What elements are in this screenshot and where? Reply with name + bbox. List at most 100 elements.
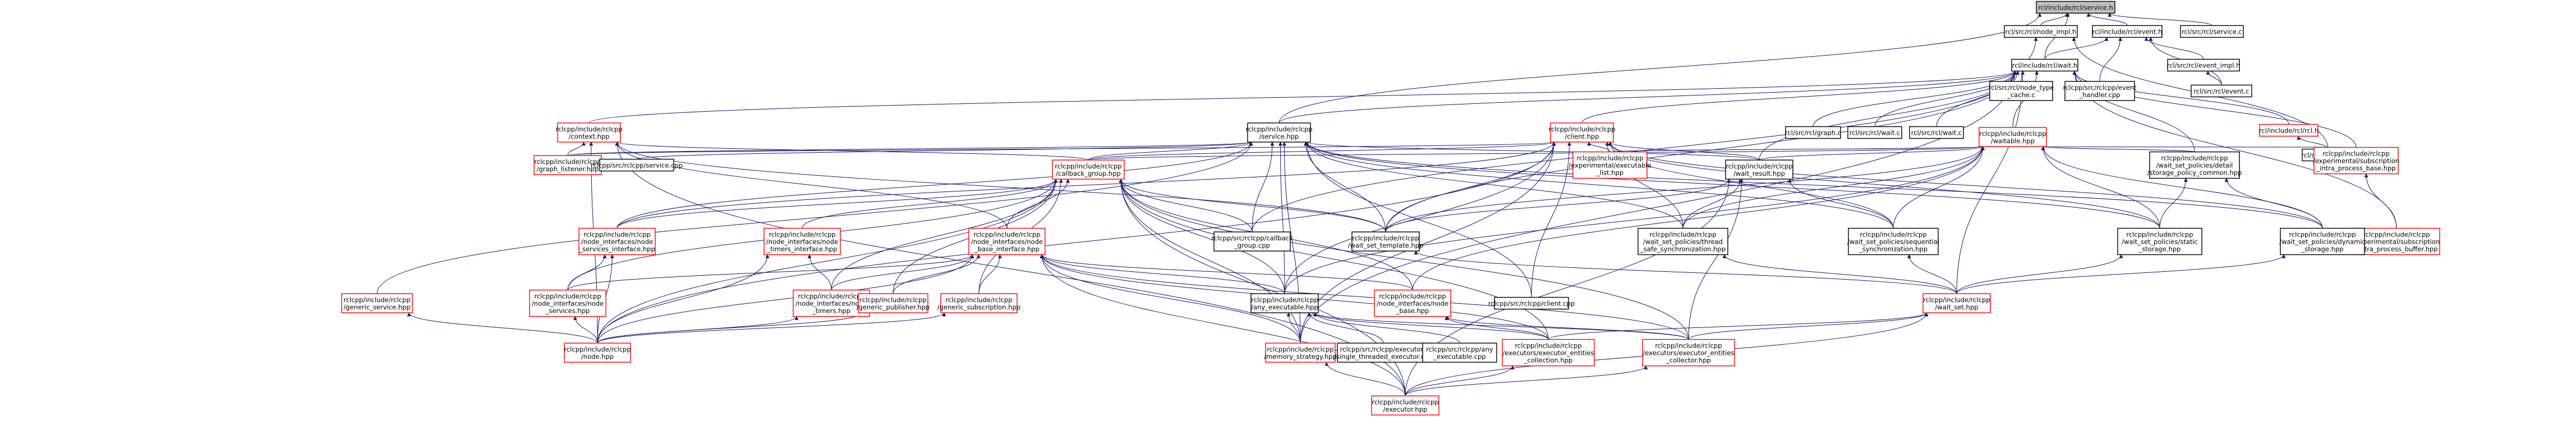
edge-wait-result-hpp-to-service-hpp: [1305, 142, 1760, 161]
file-node-event-c[interactable]: rcl/src/rcl/event.c: [2191, 84, 2252, 98]
file-node-callback-group-cpp[interactable]: rclcpp/src/rclcpp/callback_group.cpp: [1211, 231, 1293, 252]
node-label-line: _intra_process_buffer.hpp: [2354, 245, 2437, 253]
file-node-service-hpp[interactable]: rclcpp/include/rclcpp/service.hpp: [1245, 122, 1313, 143]
file-node-rcl-wait-c[interactable]: rcl/src/rcl/wait.c: [1847, 126, 1902, 139]
node-label-line: _storage.hpp: [2138, 245, 2181, 253]
edge-rcl-h-to-wait-h: [2072, 70, 2289, 125]
file-node-executor-hpp[interactable]: rclcpp/include/rclcpp/executor.hpp: [1371, 395, 1439, 416]
file-node-sequential-sync[interactable]: rclcpp/include/rclcpp/wait_set_policies/…: [1847, 227, 1939, 256]
file-node-node-hpp[interactable]: rclcpp/include/rclcpp/node.hpp: [564, 343, 631, 363]
node-label-line: _storage.hpp: [2301, 245, 2344, 253]
file-node-experimental-exec-list[interactable]: rclcpp/include/rclcpp/experimental/execu…: [1568, 151, 1652, 179]
file-node-context-hpp[interactable]: rclcpp/include/rclcpp/context.hpp: [555, 122, 623, 143]
file-node-rcl-h[interactable]: rcl/include/rcl/rcl.h: [2259, 124, 2319, 137]
edge-sub-intra-base-to-waitable-hpp: [2043, 146, 2357, 151]
node-box: [2167, 58, 2240, 72]
file-node-ni-node-base[interactable]: rclcpp/include/rclcpp/node_interfaces/no…: [1374, 289, 1451, 317]
edge-ni-node-timers-to-callback-group-hpp: [831, 179, 1058, 290]
node-label-line: /generic_service.hpp: [343, 303, 410, 311]
node-box: [1922, 293, 1991, 313]
node-box: [2092, 25, 2163, 38]
node-box: [793, 289, 870, 317]
edge-single-threaded-exec-to-any-executable-hpp: [1307, 312, 1384, 344]
node-box: [2353, 227, 2440, 256]
file-node-event-handler-cpp[interactable]: rclcpp/src/rclcpp/event_handler.cpp: [2063, 81, 2137, 101]
edge-sequential-sync-to-service-hpp: [1305, 142, 1894, 229]
edge-wait-set-template-to-wait-result-hpp: [1385, 179, 1731, 232]
file-node-generic-publisher-hpp[interactable]: rclcpp/include/rclcpp/generic_publisher.…: [857, 293, 930, 313]
file-node-wait-set-hpp[interactable]: rclcpp/include/rclcpp/wait_set.hpp: [1922, 293, 1991, 313]
file-node-client-cpp[interactable]: rclcpp/src/rclcpp/client.cpp: [1488, 297, 1575, 310]
file-node-storage-policy-common[interactable]: rclcpp/include/rclcpp/wait_set_policies/…: [2147, 151, 2242, 179]
node-label-line: rclcpp/include/rclcpp: [564, 345, 631, 353]
edge-sequential-sync-to-waitable-hpp: [1893, 146, 1985, 229]
edge-experimental-exec-list-to-client-hpp: [1587, 142, 1611, 152]
file-node-ni-base-interface[interactable]: rclcpp/include/rclcpp/node_interfaces/no…: [968, 227, 1046, 256]
file-node-sub-intra-buffer[interactable]: rclcpp/include/rclcpp/experimental/subsc…: [2353, 227, 2440, 256]
file-node-service-c[interactable]: rcl/src/rcl/service.c: [2180, 25, 2244, 38]
edge-dynamic-storage-to-storage-policy-common: [2224, 177, 2323, 229]
node-label-line: rclcpp/include/rclcpp: [2289, 231, 2356, 239]
file-node-client-hpp[interactable]: rclcpp/include/rclcpp/client.hpp: [1548, 122, 1616, 143]
edge-executor-hpp-to-callback-group-hpp: [1119, 179, 1406, 396]
node-label-line: rclcpp/include/rclcpp: [973, 231, 1040, 239]
file-node-service-cpp[interactable]: rclcpp/src/rclcpp/service.cpp: [591, 158, 683, 172]
file-node-wait-result-hpp[interactable]: rclcpp/include/rclcpp/wait_result.hpp: [1725, 159, 1793, 180]
file-node-ni-timers-interface[interactable]: rclcpp/include/rclcpp/node_interfaces/no…: [763, 227, 841, 256]
file-node-waitable-hpp[interactable]: rclcpp/include/rclcpp/waitable.hpp: [1979, 127, 2047, 147]
node-label-line: rcl/include/rcl/wait.h: [2012, 62, 2077, 70]
node-label-line: rclcpp/include/rclcpp: [1655, 342, 1722, 350]
edge-dynamic-storage-to-client-hpp: [1608, 142, 2323, 229]
edge-executor-hpp-to-ni-base-interface: [1039, 254, 1406, 396]
file-node-wait-set-template[interactable]: rclcpp/include/rclcpp/wait_set_template.…: [1348, 231, 1424, 252]
file-node-memory-strategy-hpp[interactable]: rclcpp/include/rclcpp/memory_strategy.hp…: [1264, 343, 1337, 363]
node-box: [1637, 227, 1728, 256]
file-node-callback-group-hpp[interactable]: rclcpp/include/rclcpp/callback_group.hpp: [1052, 159, 1125, 180]
node-label-line: _list.hpp: [1596, 169, 1623, 177]
file-node-service-h[interactable]: rcl/include/rcl/service.h: [2036, 1, 2115, 14]
file-node-wait-h[interactable]: rcl/include/rcl/wait.h: [2011, 58, 2078, 72]
edge-wait-set-hpp-to-wait-set-template: [1414, 250, 1957, 294]
file-node-ni-node-services[interactable]: rclcpp/include/rclcpp/node_interfaces/no…: [529, 289, 606, 317]
node-box: [763, 227, 841, 256]
file-node-thread-safe-sync[interactable]: rclcpp/include/rclcpp/wait_set_policies/…: [1637, 227, 1728, 256]
node-box: [1502, 339, 1595, 367]
file-node-generic-subscription-hpp[interactable]: rclcpp/include/rclcpp/generic_subscripti…: [937, 293, 1020, 313]
node-box: [2180, 25, 2244, 38]
node-box: [1989, 81, 2053, 101]
edge-exec-entities-collector-to-wait-set-hpp: [1688, 312, 1929, 340]
node-label-line: /waitable.hpp: [1991, 137, 2035, 145]
file-node-rcl-wait-c2[interactable]: rcl/src/rcl/wait.c: [1909, 126, 1964, 139]
edge-service-hpp-to-service-h: [1278, 12, 2042, 124]
node-label-line: rcl/src/rcl/event.c: [2193, 88, 2249, 95]
file-node-event-impl-h[interactable]: rcl/src/rcl/event_impl.h: [2167, 58, 2241, 72]
file-node-sub-intra-base[interactable]: rclcpp/include/rclcpp/experimental/subsc…: [2313, 147, 2399, 175]
edge-callback-group-hpp-to-waitable-hpp: [1088, 146, 1984, 161]
edge-exec-entities-collection-to-ni-node-base: [1445, 316, 1549, 340]
node-box: [2280, 227, 2365, 256]
file-node-exec-entities-collection[interactable]: rclcpp/include/rclcpp/executors/executor…: [1502, 339, 1595, 367]
file-node-generic-service-hpp[interactable]: rclcpp/include/rclcpp/generic_service.hp…: [341, 293, 413, 313]
node-box: [1250, 293, 1319, 313]
file-node-graph-c[interactable]: rcl/src/rcl/graph.c: [1785, 126, 1841, 139]
edge-generic-subscription-hpp-to-ni-base-interface: [978, 254, 1002, 294]
file-node-single-threaded-exec[interactable]: rclcpp/src/rclcpp/executors/single_threa…: [1334, 343, 1433, 363]
file-node-ni-services-interface[interactable]: rclcpp/include/rclcpp/node_interfaces/no…: [578, 227, 656, 256]
file-node-event-h[interactable]: rcl/include/rcl/event.h: [2092, 25, 2163, 38]
file-node-exec-entities-collector[interactable]: rclcpp/include/rclcpp/executors/executor…: [1642, 339, 1735, 367]
file-node-dynamic-storage[interactable]: rclcpp/include/rclcpp/wait_set_policies/…: [2279, 227, 2366, 256]
file-node-graph-listener-hpp[interactable]: rclcpp/include/rclcpp/graph_listener.hpp: [533, 155, 602, 175]
edge-any-executable-hpp-to-ni-base-interface: [1039, 254, 1285, 294]
file-node-node-type-cache-c[interactable]: rcl/src/rcl/node_type_cache.c: [1989, 81, 2054, 101]
file-node-static-storage[interactable]: rclcpp/include/rclcpp/wait_set_policies/…: [2117, 227, 2202, 256]
edge-graph-listener-hpp-to-context-hpp: [567, 142, 586, 156]
file-node-node-impl-h[interactable]: rcl/src/rcl/node_impl.h: [2004, 25, 2078, 38]
file-node-ni-node-timers[interactable]: rclcpp/include/rclcpp/node_interfaces/no…: [793, 289, 870, 317]
edge-wait-set-hpp-to-static-storage: [1956, 254, 2123, 294]
edge-ni-services-interface-to-client-hpp: [617, 142, 1556, 229]
edge-ni-node-base-to-ni-base-interface: [1039, 254, 1413, 290]
file-node-any-executable-hpp[interactable]: rclcpp/include/rclcpp/any_executable.hpp: [1250, 293, 1319, 313]
edge-dynamic-storage-to-service-hpp: [1305, 142, 2323, 229]
file-node-any-executable-cpp[interactable]: rclcpp/src/rclcpp/any_executable.cpp: [1422, 343, 1497, 363]
